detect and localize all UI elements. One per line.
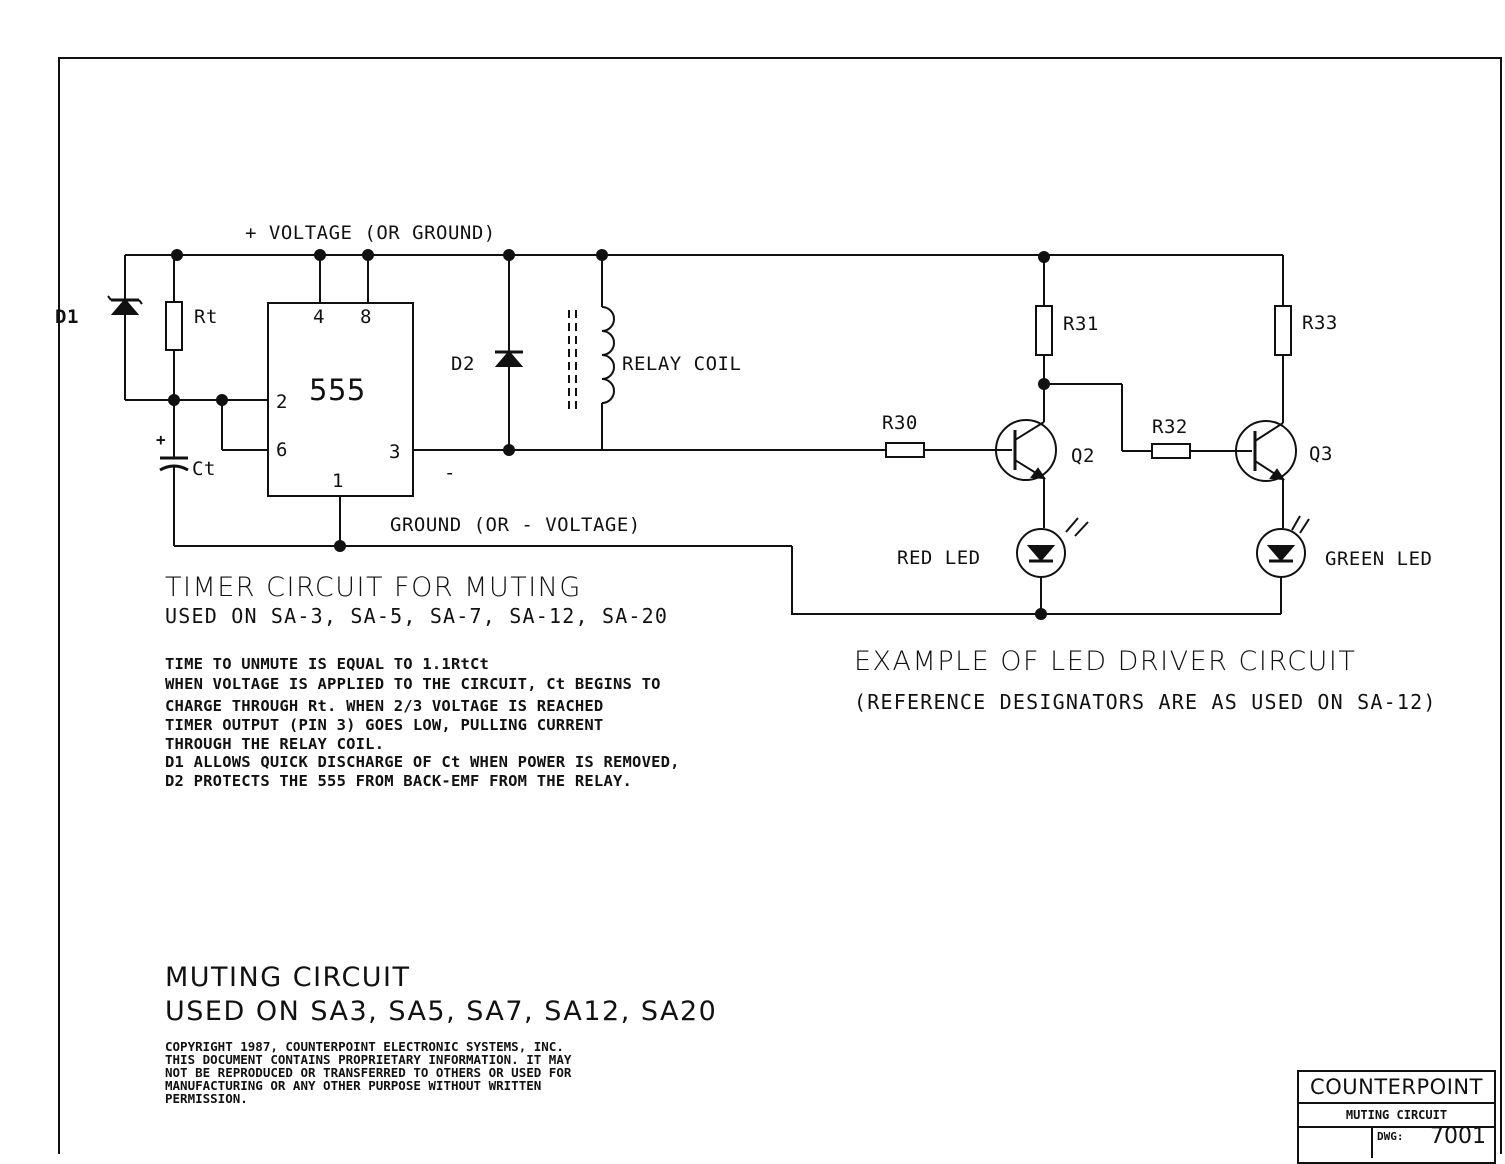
transistor-q3 [1235,355,1297,528]
timer-used-on: USED ON SA-3, SA-5, SA-7, SA-12, SA-20 [165,604,669,628]
r32-label: R32 [1152,416,1188,438]
ground-rail [791,546,1281,615]
timer-note-line: D2 PROTECTS THE 555 FROM BACK-EMF FROM T… [165,772,633,790]
r31-label: R31 [1063,313,1099,335]
dwg-label: DWG: [1371,1128,1404,1158]
led-section-subtitle: (REFERENCE DESIGNATORS ARE AS USED ON SA… [854,690,1437,714]
d2-label: D2 [451,353,475,375]
red-led-label: RED LED [897,547,981,569]
led-red [1016,517,1089,614]
copyright-line: MANUFACTURING OR ANY OTHER PURPOSE WITHO… [165,1078,542,1093]
capacitor-ct [159,456,792,547]
copyright-line: NOT BE REPRODUCED OR TRANSFERRED TO OTHE… [165,1065,572,1080]
timer-note-line: TIME TO UNMUTE IS EQUAL TO 1.1RtCt [165,655,490,673]
timer-note-line: TIMER OUTPUT (PIN 3) GOES LOW, PULLING C… [165,716,604,734]
title-block: COUNTERPOINT MUTING CIRCUIT DWG: 7001 [1297,1070,1496,1164]
timer-note-line: D1 ALLOWS QUICK DISCHARGE OF Ct WHEN POW… [165,753,680,771]
timer-title: TIMER CIRCUIT FOR MUTING [165,572,582,603]
muting-used-on: USED ON SA3, SA5, SA7, SA12, SA20 [165,996,718,1027]
chip-label: 555 [309,373,366,407]
resistor-r33 [1274,255,1292,356]
d1-label: D1 [55,306,79,328]
timer-note-line: THROUGH THE RELAY COIL. [165,735,385,753]
led-section-title: EXAMPLE OF LED DRIVER CIRCUIT [854,646,1357,677]
resistor-rt [165,255,183,458]
minus-mark: - [444,462,456,484]
resistor-r30 [885,442,1012,458]
relay-coil [568,255,615,450]
resistor-r31 [1035,255,1152,452]
q3-label: Q3 [1309,443,1333,465]
relay-coil-label: RELAY COIL [622,353,742,375]
ct-label: Ct [192,458,216,480]
dwg-number: 7001 [1430,1124,1486,1149]
led-green [1256,515,1310,614]
green-led-label: GREEN LED [1325,548,1433,570]
pin3-label: 3 [389,441,401,463]
r33-label: R33 [1302,312,1338,334]
rt-label: Rt [194,306,218,328]
company-name: COUNTERPOINT [1299,1072,1494,1104]
ground-label: GROUND (OR - VOLTAGE) [390,514,641,536]
timer-note-line: WHEN VOLTAGE IS APPLIED TO THE CIRCUIT, … [165,675,661,693]
q2-label: Q2 [1071,445,1095,467]
r30-label: R30 [882,412,918,434]
cap-plus-label: + [156,430,167,449]
muting-title: MUTING CIRCUIT [165,962,411,993]
diode-d2 [494,255,524,450]
pin6-label: 6 [276,439,288,461]
timer-555 [221,255,886,546]
pin1-label: 1 [332,470,344,492]
copyright-line: THIS DOCUMENT CONTAINS PROPRIETARY INFOR… [165,1052,572,1067]
timer-note-line: CHARGE THROUGH Rt. WHEN 2/3 VOLTAGE IS R… [165,697,604,715]
pin8-label: 8 [360,306,372,328]
junction-dots [168,249,1050,620]
copyright-line: PERMISSION. [165,1091,248,1106]
drawing-frame [58,57,1502,1154]
copyright-line: COPYRIGHT 1987, COUNTERPOINT ELECTRONIC … [165,1039,564,1054]
drawing-number-row: DWG: 7001 [1299,1124,1494,1158]
pin4-label: 4 [313,306,325,328]
resistor-r32 [1151,443,1252,459]
drawing-title: MUTING CIRCUIT [1299,1104,1494,1128]
supply-label: + VOLTAGE (OR GROUND) [245,222,496,244]
pin2-label: 2 [276,391,288,413]
